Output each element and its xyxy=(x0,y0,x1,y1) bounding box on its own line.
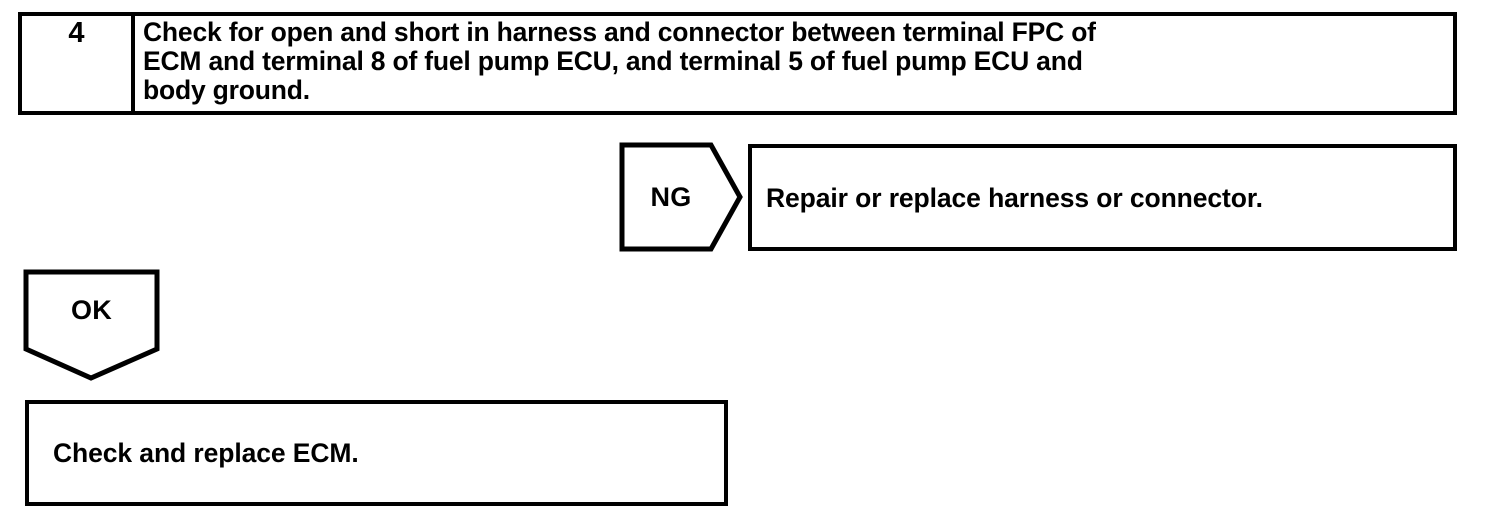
ng-outcome-box: Repair or replace harness or connector. xyxy=(748,144,1457,251)
ok-pentagon-shape xyxy=(23,269,160,381)
ok-outcome-box: Check and replace ECM. xyxy=(25,400,728,506)
step-instruction-cell: Check for open and short in harness and … xyxy=(135,16,1453,111)
step-number-cell: 4 xyxy=(22,16,135,111)
step-table: 4 Check for open and short in harness an… xyxy=(18,12,1457,115)
ok-outcome-text: Check and replace ECM. xyxy=(53,438,359,468)
step-instruction-text: Check for open and short in harness and … xyxy=(143,17,1096,105)
ok-arrow-pentagon xyxy=(23,269,160,381)
ng-pentagon-shape xyxy=(619,142,743,252)
step-number: 4 xyxy=(68,17,85,49)
ng-arrow-pentagon xyxy=(619,142,743,252)
ng-outcome-text: Repair or replace harness or connector. xyxy=(766,182,1263,213)
